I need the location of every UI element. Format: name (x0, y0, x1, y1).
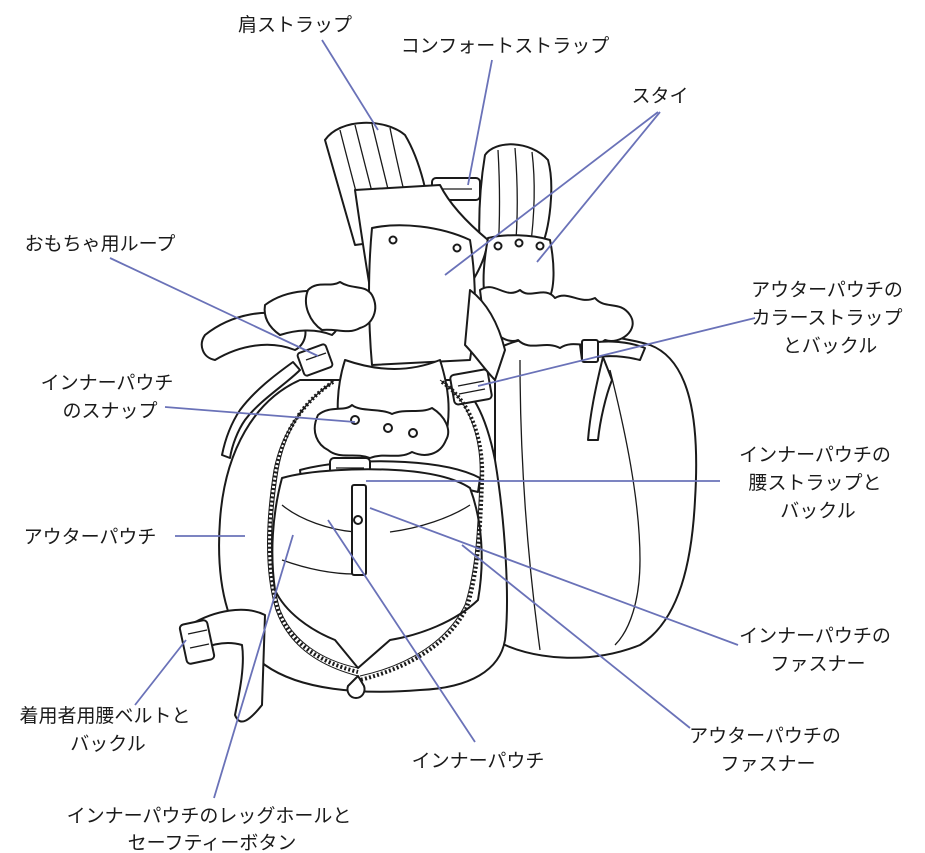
safety-button (353, 515, 363, 525)
leader-wearer-belt (134, 639, 187, 706)
carrier-illustration (178, 121, 698, 723)
outer-pouch-right (494, 333, 698, 659)
outer-pouch-zipper (267, 380, 359, 674)
label-outer-pouch: アウターパウチ (24, 526, 157, 548)
leader-leg-hole (213, 534, 294, 799)
label-inner-pouch: インナーパウチ (412, 750, 545, 772)
label-shoulder-strap: 肩ストラップ (238, 14, 352, 36)
leader-toy-loop (109, 257, 319, 357)
label-comfort-strap: コンフォートストラップ (401, 35, 609, 57)
leader-bib-1 (444, 111, 659, 276)
leader-inner-pouch (327, 519, 476, 743)
labels: 肩ストラップ コンフォートストラップ スタイ おもちゃ用ループ アウターパウチの… (19, 14, 909, 853)
leader-bib-2 (536, 111, 661, 263)
leader-shoulder-strap (321, 39, 379, 131)
ruffle-right (479, 286, 634, 349)
label-inner-snap: インナーパウチ のスナップ (41, 372, 180, 422)
leader-comfort-strap (467, 59, 493, 186)
label-inner-waist-strap: インナーパウチの 腰ストラップと バックル (739, 444, 897, 522)
leader-inner-snap (164, 406, 356, 423)
leader-outer-zipper (461, 544, 691, 729)
outer-collar-buckle (449, 368, 493, 406)
leader-outer-collar (477, 317, 756, 387)
wearer-belt-buckle (178, 619, 216, 665)
zipper-pull (346, 675, 366, 699)
label-bib: スタイ (631, 85, 688, 107)
label-outer-zipper: アウターパウチの ファスナー (689, 725, 847, 775)
label-wearer-waist-belt: 着用者用腰ベルトと バックル (19, 705, 196, 755)
label-outer-collar-strap: アウターパウチの カラーストラップ とバックル (751, 279, 909, 357)
ruffle-snaps (313, 404, 450, 459)
label-toy-loop: おもちゃ用ループ (25, 233, 176, 255)
leader-lines (109, 39, 756, 799)
label-leg-hole: インナーパウチのレッグホールと セーフティーボタン (67, 805, 358, 853)
inner-snap (350, 415, 360, 425)
label-inner-zipper: インナーパウチの ファスナー (739, 625, 897, 675)
leader-inner-zipper (369, 507, 739, 646)
